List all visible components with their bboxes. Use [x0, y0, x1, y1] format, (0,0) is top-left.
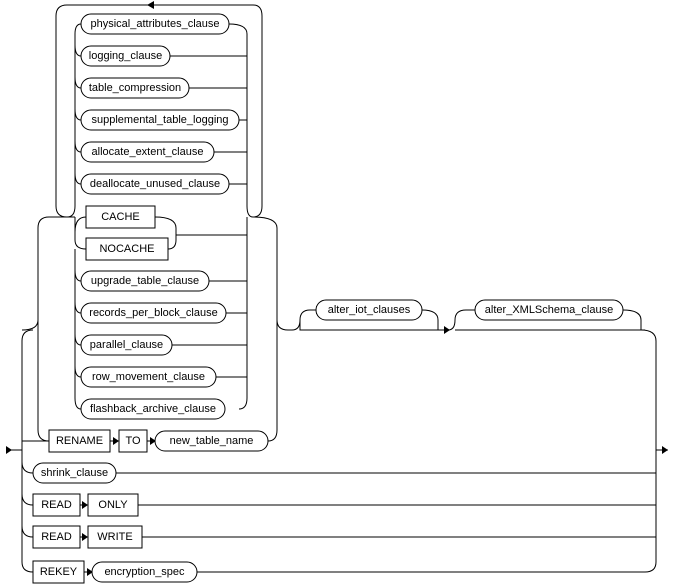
label-write: WRITE	[97, 531, 132, 543]
label-rename: RENAME	[56, 435, 103, 447]
keyword-write[interactable]: WRITE	[87, 525, 143, 549]
keyword-nocache[interactable]: NOCACHE	[85, 237, 169, 261]
label-cache: CACHE	[101, 211, 140, 223]
inner-loop-lines	[55, 4, 263, 218]
label-rekey: REKEY	[40, 566, 78, 578]
label-alter-xmlschema-clause: alter_XMLSchema_clause	[485, 304, 613, 316]
loop-return-arrow-icon	[147, 1, 154, 9]
main-track-lines	[6, 329, 668, 573]
label-physical-attributes-clause: physical_attributes_clause	[90, 18, 219, 30]
label-row-movement-clause: row_movement_clause	[92, 371, 205, 383]
label-alter-iot-clauses: alter_iot_clauses	[328, 304, 411, 316]
label-read-2: READ	[41, 531, 72, 543]
label-deallocate-unused-clause: deallocate_unused_clause	[90, 178, 220, 190]
node-upgrade-table-clause[interactable]: upgrade_table_clause	[80, 270, 210, 292]
optional-clause-lines	[288, 309, 657, 573]
arrow-join-iot-icon	[444, 326, 450, 334]
keyword-cache[interactable]: CACHE	[85, 205, 156, 229]
label-nocache: NOCACHE	[99, 243, 154, 255]
label-encryption-spec: encryption_spec	[104, 566, 185, 578]
keyword-rename[interactable]: RENAME	[48, 429, 111, 453]
label-upgrade-table-clause: upgrade_table_clause	[91, 275, 199, 287]
keyword-read-only-read[interactable]: READ	[32, 493, 81, 517]
node-flashback-archive-clause[interactable]: flashback_archive_clause	[80, 398, 226, 420]
arrow-new-table-name-icon	[150, 437, 156, 445]
label-read-1: READ	[41, 499, 72, 511]
outer-choice-lines	[21, 216, 289, 442]
entry-arrow-icon	[6, 446, 12, 454]
keyword-rekey[interactable]: REKEY	[32, 560, 85, 584]
label-supplemental-table-logging: supplemental_table_logging	[92, 114, 229, 126]
keyword-to[interactable]: TO	[118, 429, 148, 453]
label-only: ONLY	[98, 499, 128, 511]
node-supplemental-table-logging[interactable]: supplemental_table_logging	[80, 109, 240, 131]
label-logging-clause: logging_clause	[89, 50, 162, 62]
label-new-table-name: new_table_name	[170, 435, 254, 447]
keyword-read-write-read[interactable]: READ	[32, 525, 81, 549]
node-encryption-spec[interactable]: encryption_spec	[91, 561, 198, 583]
node-logging-clause[interactable]: logging_clause	[80, 45, 171, 67]
node-new-table-name[interactable]: new_table_name	[154, 430, 269, 452]
label-allocate-extent-clause: allocate_extent_clause	[92, 146, 204, 158]
label-flashback-archive-clause: flashback_archive_clause	[90, 403, 216, 415]
label-table-compression: table_compression	[89, 82, 181, 94]
node-table-compression[interactable]: table_compression	[80, 77, 190, 99]
arrow-to-icon	[113, 437, 119, 445]
node-deallocate-unused-clause[interactable]: deallocate_unused_clause	[80, 173, 230, 195]
node-row-movement-clause[interactable]: row_movement_clause	[80, 366, 217, 388]
label-parallel-clause: parallel_clause	[90, 339, 163, 351]
node-records-per-block-clause[interactable]: records_per_block_clause	[80, 302, 227, 324]
label-to: TO	[125, 435, 141, 447]
node-parallel-clause[interactable]: parallel_clause	[80, 334, 173, 356]
node-physical-attributes-clause[interactable]: physical_attributes_clause	[80, 13, 230, 35]
exit-arrow-icon	[662, 446, 668, 454]
arrow-write-icon	[82, 533, 88, 541]
node-shrink-clause[interactable]: shrink_clause	[32, 462, 117, 484]
node-allocate-extent-clause[interactable]: allocate_extent_clause	[80, 141, 215, 163]
label-records-per-block-clause: records_per_block_clause	[89, 307, 217, 319]
keyword-only[interactable]: ONLY	[87, 493, 139, 517]
node-alter-xmlschema-clause[interactable]: alter_XMLSchema_clause	[474, 299, 624, 321]
arrow-encryption-spec-icon	[87, 568, 93, 576]
label-shrink-clause: shrink_clause	[41, 467, 108, 479]
node-alter-iot-clauses[interactable]: alter_iot_clauses	[315, 299, 423, 321]
arrow-only-icon	[82, 501, 88, 509]
